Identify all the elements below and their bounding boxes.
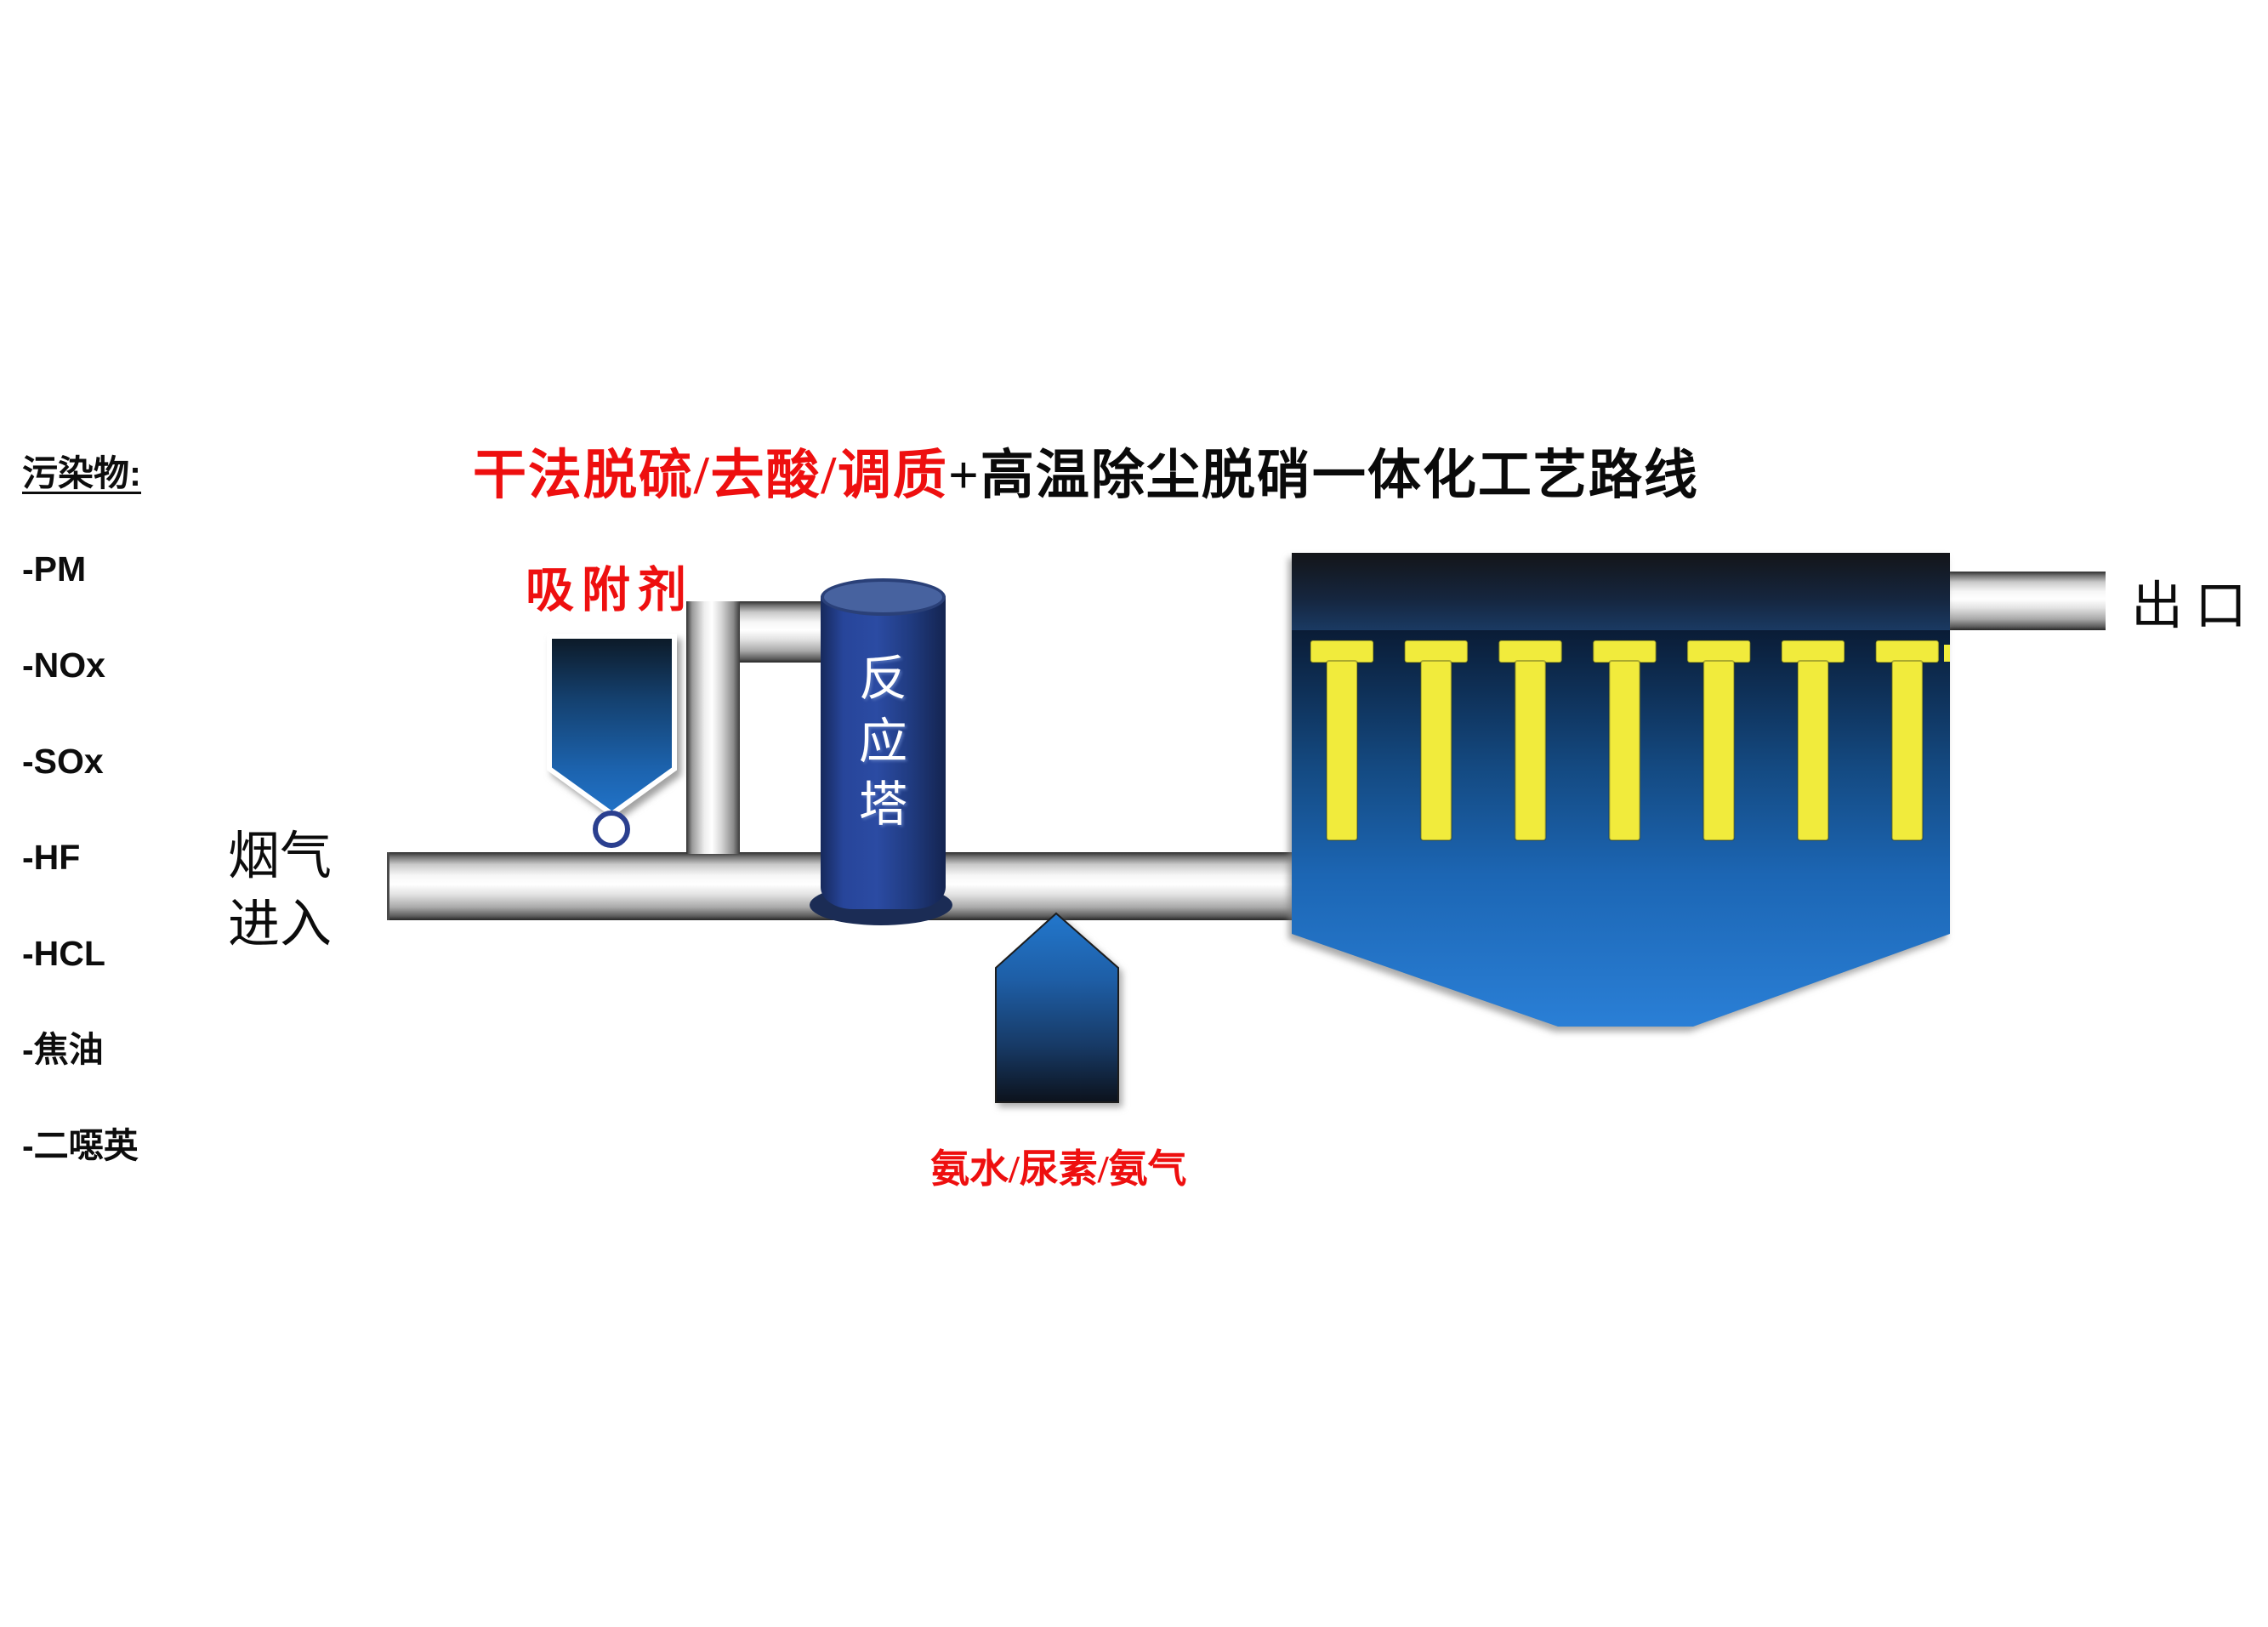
tower-label-char-2: 应 (859, 715, 907, 769)
filter-candle-stem (1326, 660, 1358, 841)
hopper-discharge-valve-icon (593, 811, 630, 848)
filter-candle-top (1498, 640, 1563, 663)
pollutants-heading: 污染物: (22, 453, 141, 493)
filter-candle-top (1781, 640, 1845, 663)
flue-gas-label-line1: 烟气 (228, 828, 333, 885)
riser-pipe (686, 601, 740, 854)
filter-candle-partial (1944, 645, 1950, 662)
title-red-segment: 干法脱硫/去酸/调质 (473, 446, 949, 505)
clean-gas-outlet-pipe (1949, 572, 2106, 630)
reaction-tower-top-cap (821, 578, 946, 616)
tower-label-char-3: 塔 (859, 778, 907, 832)
pollutant-item-dioxin: -二噁英 (22, 1126, 139, 1165)
filter-candle-stem (1608, 660, 1641, 841)
pollutant-item-hf: -HF (22, 838, 81, 877)
pollutant-item-pm: -PM (22, 549, 87, 589)
adsorbent-hopper (547, 634, 677, 817)
pollutant-item-tar: -焦油 (22, 1030, 104, 1069)
adsorbent-hopper-shape (547, 634, 677, 817)
filter-candle-top (1686, 640, 1752, 663)
filter-candle-top (1310, 640, 1374, 663)
diagram-title: 干法脱硫/去酸/调质+高温除尘脱硝一体化工艺路线 (473, 432, 1699, 509)
ammonia-arrow-shape (995, 912, 1119, 1103)
ammonia-injection-arrow (995, 912, 1119, 1103)
filter-unit-top-band (1292, 553, 1950, 630)
filter-candles (1310, 640, 1940, 841)
candle-filter-unit (1292, 553, 1950, 1027)
filter-candle-stem (1797, 660, 1829, 841)
flue-gas-inlet-label: 烟气 进入 (228, 823, 332, 959)
filter-candle-stem (1514, 660, 1547, 841)
pollutant-item-hcl: -HCL (22, 934, 105, 973)
flue-gas-label-line2: 进入 (228, 896, 333, 953)
filter-candle-stem (1702, 660, 1736, 841)
outlet-label: 出口 (2131, 578, 2259, 635)
ammonia-label: 氨水/尿素/氨气 (930, 1147, 1187, 1191)
reaction-tower-label: 反 应 塔 (821, 648, 946, 837)
pollutant-item-nox: -NOx (22, 646, 105, 685)
tower-label-char-1: 反 (859, 652, 907, 706)
filter-candle-top (1874, 640, 1940, 663)
filter-candle-stem (1419, 660, 1452, 841)
filter-candle-top (1403, 640, 1469, 663)
reaction-tower (821, 596, 946, 909)
adsorbent-label: 吸附剂 (526, 564, 694, 617)
filter-candle-top (1592, 640, 1657, 663)
pollutant-item-sox: -SOx (22, 742, 104, 781)
title-plus-sign: + (948, 446, 981, 505)
filter-candle-stem (1890, 660, 1924, 841)
title-black-segment: 高温除尘脱硝一体化工艺路线 (980, 446, 1699, 505)
